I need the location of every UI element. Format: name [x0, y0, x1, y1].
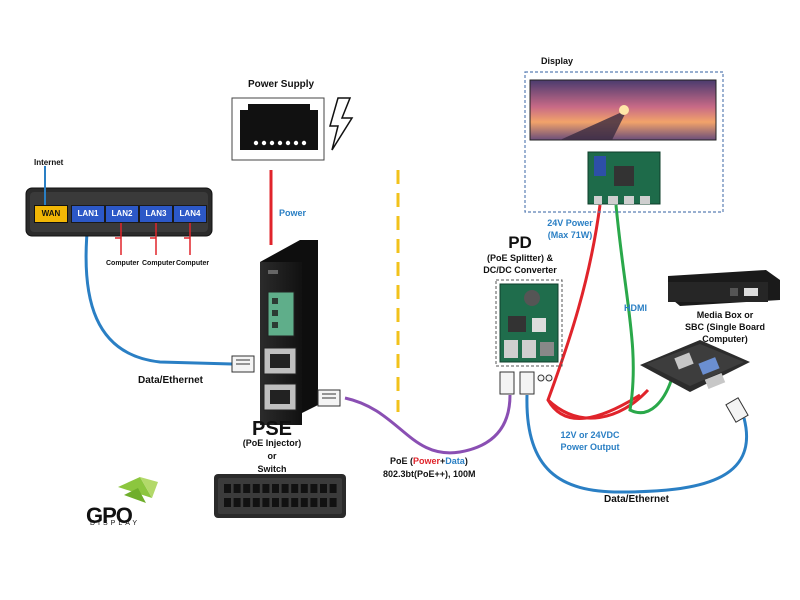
ethernet-cable-left — [84, 221, 233, 366]
ethernet-cable-right — [525, 394, 748, 494]
lightning-icon — [329, 97, 354, 151]
switch-port — [272, 498, 279, 507]
display-title: Display — [541, 56, 574, 66]
poe-plus: + — [440, 456, 446, 466]
port-lan3: LAN3 — [139, 205, 173, 223]
power-cable-output — [546, 388, 650, 420]
switch-port — [272, 484, 279, 493]
switch-port — [281, 484, 289, 493]
switch-port — [329, 484, 337, 493]
sbc-board — [640, 340, 750, 392]
pd-board — [499, 283, 559, 363]
hdmi-cable — [614, 204, 674, 415]
poe-power-word: Power — [413, 456, 441, 466]
internet-label: Internet — [34, 158, 64, 167]
pd-line2: DC/DC Converter — [483, 265, 557, 275]
port-lan1: LAN1 — [71, 205, 105, 223]
media-box-line1: Media Box or — [696, 310, 754, 320]
computer-label-3: Computer — [176, 260, 210, 267]
hdmi-label: HDMI — [624, 303, 647, 313]
power-cable-display — [546, 204, 641, 420]
pse-alt: Switch — [257, 464, 287, 474]
port-lan2: LAN2 — [105, 205, 139, 223]
rj45-plug-pse — [317, 389, 341, 407]
gpo-logo-mark — [118, 477, 158, 503]
rj45-plug-sbc — [725, 397, 749, 423]
power-supply-title: Power Supply — [248, 79, 315, 90]
poe-data-word: Data — [445, 456, 465, 466]
pse-title: PSE — [251, 418, 293, 440]
switch-port — [291, 498, 299, 507]
network-switch — [214, 474, 346, 518]
output-line1: 12V or 24VDC — [560, 430, 620, 440]
logo-tagline: DISPLAY — [90, 520, 141, 527]
switch-port — [320, 498, 327, 507]
switch-port — [252, 484, 260, 493]
poe-prefix: PoE ( — [390, 456, 414, 466]
pse-injector — [260, 240, 318, 425]
computer-label-1: Computer — [106, 260, 140, 267]
switch-port — [233, 498, 241, 507]
pse-or: or — [267, 451, 277, 461]
display-panel — [529, 79, 717, 141]
switch-port — [329, 498, 337, 507]
switch-port — [262, 498, 270, 507]
media-box-line3: Computer) — [702, 334, 748, 344]
computer-label-2: Computer — [142, 260, 176, 267]
display-controller-board — [587, 151, 661, 205]
pd-line1: (PoE Splitter) & — [486, 253, 553, 263]
poe-suffix: ) — [464, 456, 468, 466]
switch-port — [224, 498, 231, 507]
computer-lines — [115, 222, 191, 255]
data-ethernet-label-right: Data/Ethernet — [604, 494, 670, 505]
switch-port — [310, 498, 318, 507]
switch-port — [252, 498, 260, 507]
port-wan: WAN — [34, 205, 68, 223]
switch-port — [310, 484, 318, 493]
pd-title: PD — [508, 233, 532, 252]
power-label: Power — [279, 208, 307, 218]
port-lan4: LAN4 — [173, 205, 207, 223]
logo-letters: GPO — [86, 503, 133, 528]
switch-port — [262, 484, 270, 493]
power-24v-line1: 24V Power — [547, 218, 593, 228]
switch-port — [233, 484, 241, 493]
poe-standard-label: 802.3bt(PoE++), 100M — [383, 469, 476, 479]
switch-port — [224, 484, 231, 493]
media-box — [668, 270, 780, 306]
poe-label: PoE (Power+Data) — [390, 456, 468, 467]
poe-cable — [344, 394, 512, 455]
power-24v-line2: (Max 71W) — [547, 230, 593, 240]
switch-port — [291, 484, 299, 493]
switch-port — [320, 484, 327, 493]
pd-frame — [495, 279, 563, 367]
data-ethernet-label-left: Data/Ethernet — [138, 375, 204, 386]
rj45-plug-left — [231, 355, 255, 373]
switch-port — [281, 498, 289, 507]
display-frame — [524, 71, 724, 213]
pse-subtitle: (PoE Injector) — [242, 438, 302, 448]
pd-plugs — [499, 371, 553, 395]
switch-port — [243, 498, 251, 507]
switch-port — [300, 484, 308, 493]
power-supply — [231, 97, 325, 161]
media-box-line2: SBC (Single Board — [684, 322, 765, 332]
switch-port — [243, 484, 251, 493]
switch-port — [300, 498, 308, 507]
output-line2: Power Output — [560, 442, 620, 452]
